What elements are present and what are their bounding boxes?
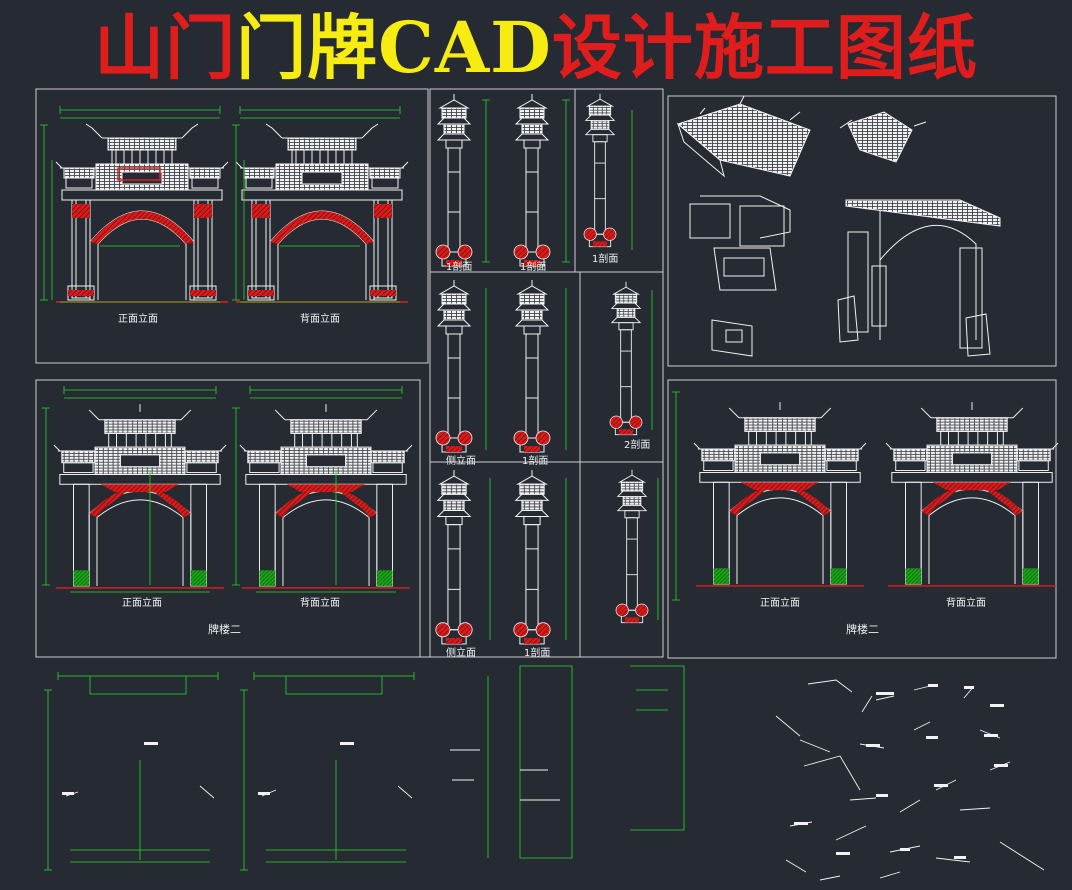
panel-gate-a [35,88,429,364]
caption-column-h: 2剖面 [624,440,651,451]
caption-column-c: 1剖面 [592,254,619,265]
caption-gate2-back: 背面立面 [300,598,340,609]
caption-gate1-back: 背面立面 [300,314,340,325]
column-elevation-1 [435,93,473,267]
column-elevation-9 [615,469,649,624]
caption-gate3-back: 背面立面 [946,598,986,609]
column-elevation-6 [609,281,643,436]
gate-b-front-elevation [53,403,227,589]
column-dimensions [482,99,659,640]
model-3d-views [676,95,1001,357]
caption-gate3-front: 正面立面 [760,598,800,609]
column-elevation-8 [513,469,551,645]
gate-a-dimensions [40,106,401,303]
title-part-3: 设计施工图纸 [551,6,978,89]
caption-column-d: 侧立面 [446,456,476,467]
gate-b-dimensions [42,386,403,593]
title-part-1: 山门 [94,6,237,89]
caption-column-g: 1剖面 [524,648,551,659]
column-elevation-7 [435,469,473,645]
column-elevation-3 [583,93,617,248]
panel-3d-model [667,95,1057,367]
gate-a-front-elevation [55,123,229,303]
caption-column-a: 1剖面 [446,262,473,273]
column-elevation-4 [435,279,473,453]
column-elevation-2 [513,93,551,267]
caption-gate1-front: 正面立面 [118,314,158,325]
caption-column-e: 1剖面 [522,456,549,467]
caption-column-f: 侧立面 [446,648,476,659]
panel-gate-c [667,379,1057,659]
caption-gate2: 牌楼二 [208,623,241,636]
gate-a-back-elevation [235,123,409,303]
sheet-title: 山门门牌CAD设计施工图纸 [0,0,1072,96]
caption-column-b: 1剖面 [520,262,547,273]
gate-b-back-elevation [239,403,413,589]
title-part-2: 门牌CAD [236,6,552,89]
caption-gate3: 牌楼二 [846,623,879,636]
caption-gate2-front: 正面立面 [122,598,162,609]
gate-c-back-elevation [885,401,1059,587]
column-elevation-5 [513,279,551,453]
detail-drawings [44,665,685,871]
gate-c-front-elevation [693,401,867,587]
panel-gate-b [35,379,421,658]
